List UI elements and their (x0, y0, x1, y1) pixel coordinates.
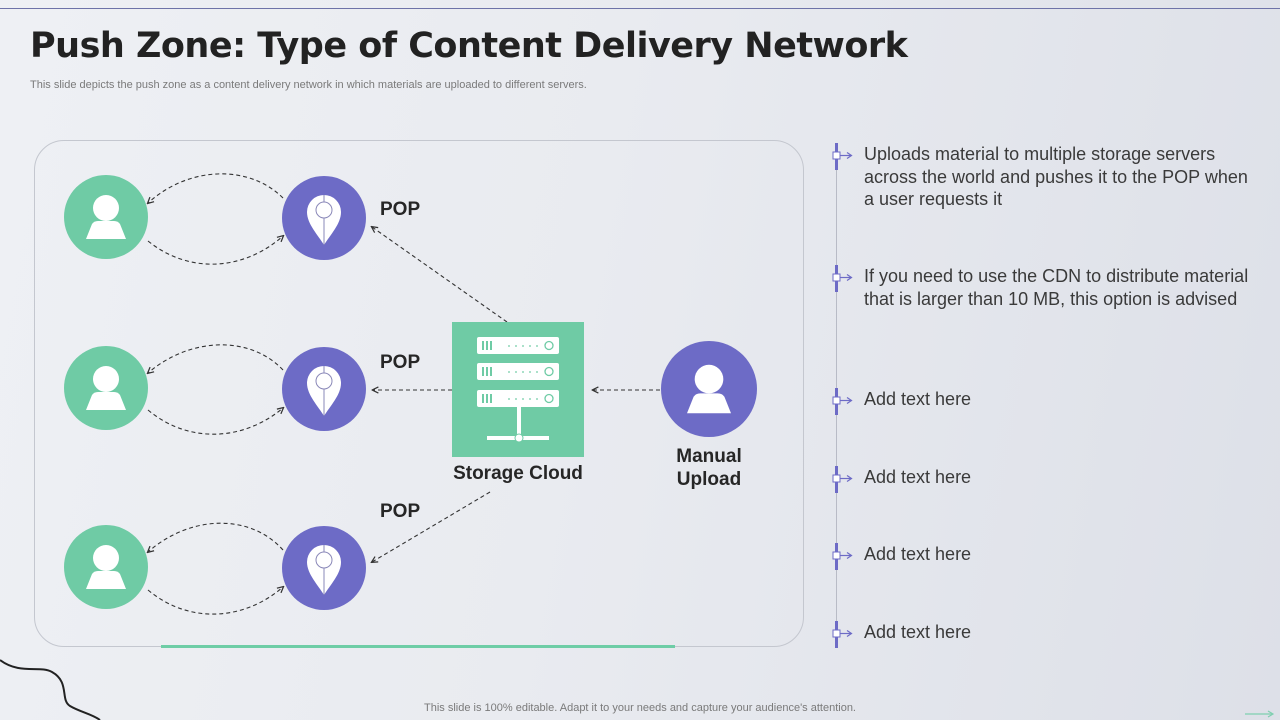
storage-cloud-node (452, 322, 584, 457)
connector-storage-to-pop3 (372, 491, 491, 562)
pop-node-3 (282, 526, 366, 610)
manual-upload-label-line1: Manual (676, 446, 742, 467)
connector-pop3-to-user3 (148, 522, 284, 552)
point-text: Add text here (864, 622, 972, 642)
arrow-bullet-icon (832, 466, 853, 493)
next-arrow-icon (1245, 710, 1275, 718)
pop-node-2 (282, 347, 366, 431)
point-text: Add text here (864, 467, 972, 487)
user-node-3 (64, 525, 148, 609)
point-text: If you need to use the CDN to distribute… (864, 266, 1249, 309)
user-node-1 (64, 175, 148, 259)
pop-label-1: POP (380, 199, 421, 220)
top-rule (0, 8, 1280, 9)
arrow-bullet-icon (832, 143, 853, 170)
slide-footer: This slide is 100% editable. Adapt it to… (424, 702, 856, 714)
slide-subtitle: This slide depicts the push zone as a co… (30, 79, 587, 91)
slide-title: Push Zone: Type of Content Delivery Netw… (30, 26, 908, 66)
point-text: Add text here (864, 544, 972, 564)
manual-upload-label: Manual Upload (659, 445, 759, 491)
pop-node-1 (282, 176, 366, 260)
user-pop-connectors (148, 173, 284, 615)
manual-upload-label-line2: Upload (676, 469, 742, 490)
arrow-bullet-icon (832, 388, 853, 415)
arrow-bullet-icon (832, 543, 853, 570)
storage-connectors (372, 227, 660, 562)
user-node-2 (64, 346, 148, 430)
point-text: Add text here (864, 389, 972, 409)
arrow-bullet-icon (832, 621, 853, 648)
storage-cloud-label: Storage Cloud (453, 463, 583, 484)
point-text: Uploads material to multiple storage ser… (864, 144, 1248, 209)
pop-label-2: POP (380, 352, 421, 373)
connector-pop2-to-user2 (148, 344, 284, 373)
connector-pop1-to-user1 (148, 173, 284, 203)
pop-label-3: POP (380, 501, 421, 522)
decorative-squiggle (0, 659, 101, 720)
manual-upload-node (661, 341, 757, 437)
arrow-bullet-icon (832, 265, 853, 292)
panel-accent-bar (161, 645, 675, 648)
server-icon (477, 337, 559, 443)
